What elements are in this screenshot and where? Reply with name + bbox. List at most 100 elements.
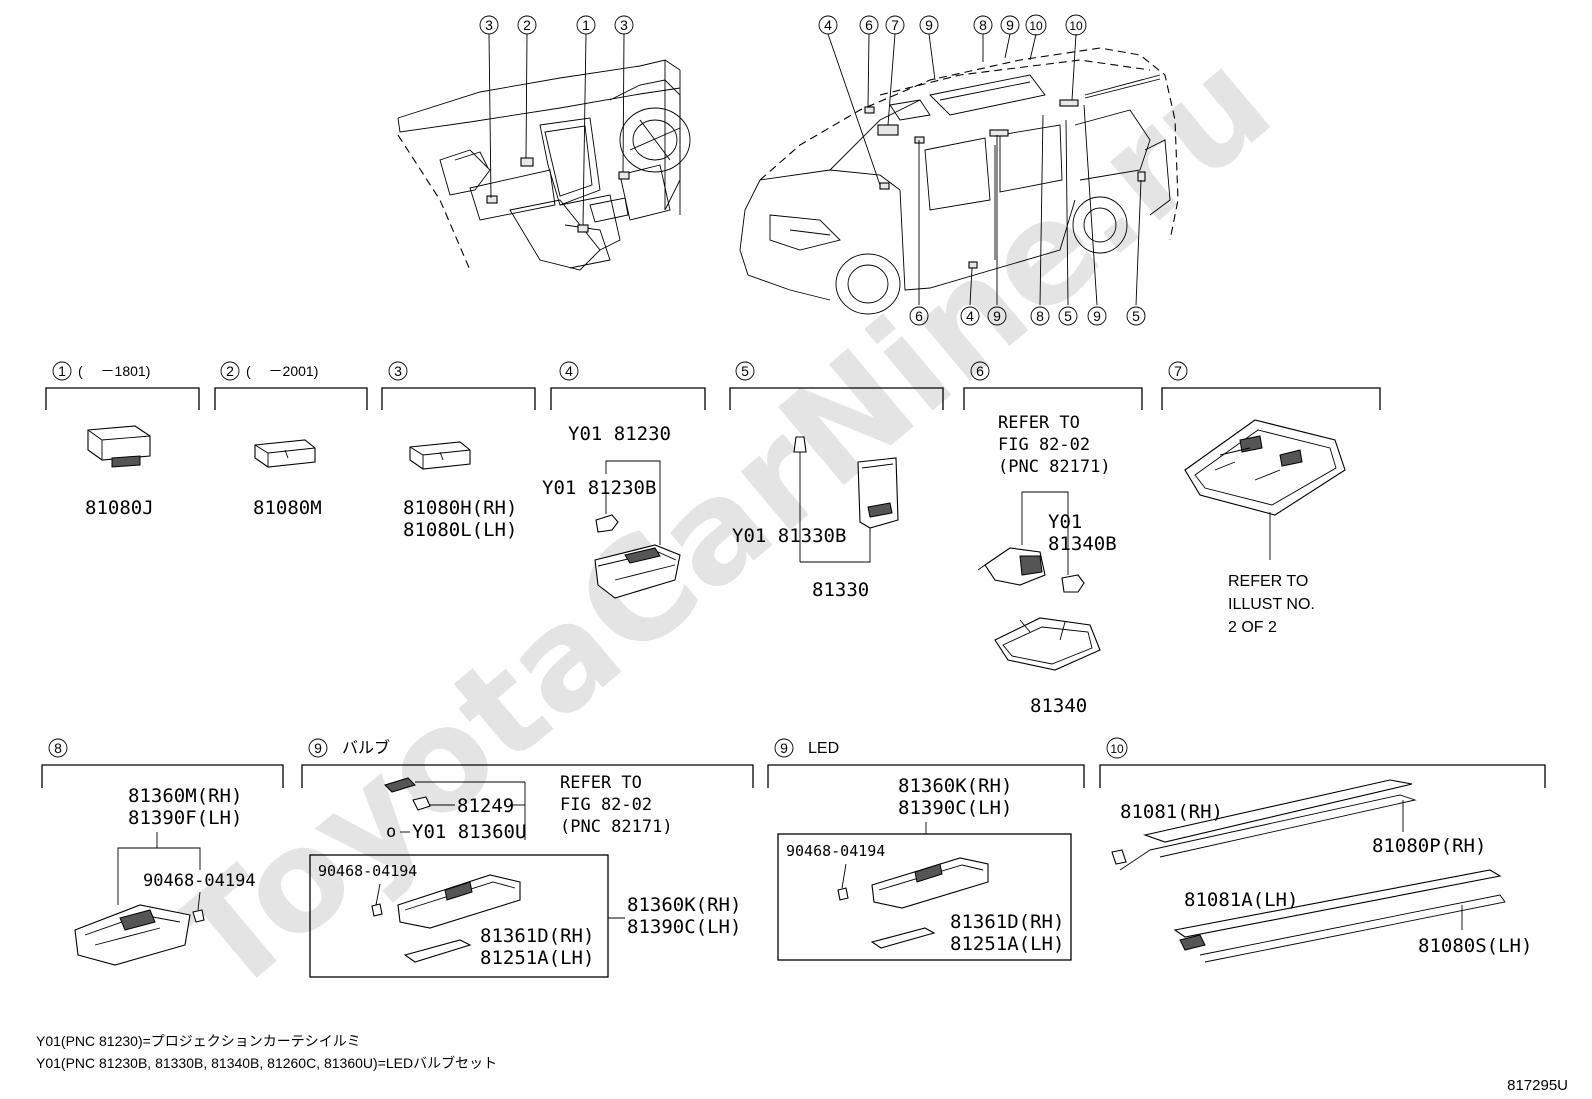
group-7: 7 REFER TO ILLUST NO. 2 OF 2 (1161, 361, 1381, 636)
callout-circle: 6 (859, 15, 879, 35)
callout-circle: 9 (987, 306, 1007, 326)
dash-callouts: 3 2 1 3 (479, 15, 634, 35)
part-number: 81390F(LH) (128, 807, 242, 829)
group-number: 9 (314, 740, 322, 756)
refer-text: (PNC 82171) (998, 457, 1111, 477)
group-4: 4 Y01 81230 Y01 81230B (542, 361, 706, 599)
group-2: 2 ( －2001) 81080M (214, 361, 368, 519)
group-9-led: 9 LED 81360K(RH) 81390C(LH) 90468-04194 … (767, 738, 1085, 961)
svg-text:10: 10 (1069, 19, 1083, 33)
rh-lamp-strip-illustration (1111, 779, 1417, 871)
part-number: 81361D(RH) (480, 925, 594, 947)
callout-circle: 9 (1087, 306, 1107, 326)
callout-circle: 10 (1065, 14, 1087, 36)
part-number: Y01 (1048, 511, 1082, 533)
bulb-icon (793, 436, 807, 462)
callout-circle: 9 (1000, 15, 1020, 35)
part-number: 81390C(LH) (898, 797, 1012, 819)
callout-circle: 2 (517, 15, 537, 35)
lens-illustration (870, 927, 936, 949)
part-number: 81080L(LH) (403, 519, 517, 541)
footnote: Y01(PNC 81230)=プロジェクションカーテシイルミ (36, 1033, 361, 1049)
callout-circle: 3 (479, 15, 499, 35)
car-leaders (827, 33, 1142, 306)
socket-illustration (977, 547, 1046, 586)
group-number: 6 (976, 363, 984, 379)
part-number: 81080J (85, 497, 154, 519)
group-9-bulb: 9 バルブ 81249 o Y01 81360U REFER TO FIG 82… (301, 738, 754, 978)
part-number: 81080H(RH) (403, 497, 517, 519)
part-number: 81340 (1030, 695, 1087, 717)
part-81360M-illustration (74, 904, 191, 966)
part-81330-illustration (857, 457, 899, 529)
refer-text: REFER TO (998, 413, 1080, 433)
callout-circle: 3 (614, 15, 634, 35)
part-81230-illustration (594, 544, 681, 599)
socket-illustration (384, 777, 416, 793)
svg-text:9: 9 (993, 308, 1001, 324)
lamp-assembly-illustration (871, 857, 989, 909)
group-note: バルブ (342, 738, 390, 757)
part-number: 90468-04194 (786, 842, 885, 860)
svg-text:8: 8 (1036, 308, 1044, 324)
svg-text:10: 10 (1029, 19, 1043, 33)
bulb-icon (412, 796, 431, 811)
group-number: 4 (565, 363, 573, 379)
screw-icon (371, 903, 383, 917)
group-5: 5 Y01 81330B 81330 (729, 361, 944, 601)
part-81080M-illustration (254, 439, 316, 468)
part-number: 81080S(LH) (1418, 935, 1532, 957)
car-top-callouts: 4 6 7 9 8 9 10 10 (818, 14, 1087, 36)
lens-illustration (403, 939, 472, 963)
callout-circle: 8 (1030, 306, 1050, 326)
callout-circle: 5 (1126, 306, 1146, 326)
part-number: 81251A(LH) (480, 947, 594, 969)
lamp-assembly-illustration (397, 874, 521, 929)
callout-circle: 7 (885, 15, 905, 35)
callout-circle: 1 (576, 15, 596, 35)
part-81080J-illustration (87, 425, 151, 468)
refer-text: (PNC 82171) (560, 817, 673, 837)
callout-circle: 8 (973, 15, 993, 35)
part-number: 81251A(LH) (950, 933, 1064, 955)
part-number: 81390C(LH) (627, 916, 741, 938)
svg-text:4: 4 (966, 308, 974, 324)
group-note: ( －1801) (78, 363, 150, 379)
group-note: ( －2001) (246, 363, 318, 379)
svg-text:6: 6 (865, 17, 873, 33)
group-8: 8 81360M(RH) 81390F(LH) 90468-04194 (41, 738, 284, 966)
group-number: 2 (226, 363, 234, 379)
svg-text:3: 3 (620, 17, 628, 33)
group-number: 7 (1174, 363, 1182, 379)
part-number: 81080M (253, 497, 322, 519)
group-number: 3 (394, 363, 402, 379)
group-note: LED (808, 740, 839, 757)
part-81080H-illustration (409, 441, 471, 470)
part-number: 81360M(RH) (128, 785, 242, 807)
part-number: Y01 81230B (542, 477, 656, 499)
part-number: 81360K(RH) (627, 894, 741, 916)
svg-text:8: 8 (979, 17, 987, 33)
part-81340-illustration (994, 617, 1101, 671)
part-number: 81340B (1048, 533, 1117, 555)
vehicle-illustration (739, 47, 1179, 315)
callout-circle: 5 (1058, 306, 1078, 326)
part-number: 81360K(RH) (898, 775, 1012, 797)
part-number: 81081(RH) (1120, 801, 1223, 823)
svg-text:4: 4 (824, 17, 832, 33)
callout-circle: 4 (818, 15, 838, 35)
part-number: Y01 81360U (412, 821, 526, 843)
part-number: Y01 81330B (732, 525, 846, 547)
refer-text: FIG 82-02 (998, 435, 1090, 455)
svg-text:6: 6 (915, 308, 923, 324)
svg-text:5: 5 (1064, 308, 1072, 324)
screw-icon (837, 887, 849, 901)
callout-circle: 9 (919, 15, 939, 35)
group-1: 1 ( －1801) 81080J (45, 361, 200, 519)
callout-circle: 4 (960, 306, 980, 326)
refer-text: ILLUST NO. (1228, 596, 1315, 613)
bulb-icon (1061, 574, 1085, 593)
screw-icon (192, 909, 205, 923)
svg-text:2: 2 (523, 17, 531, 33)
